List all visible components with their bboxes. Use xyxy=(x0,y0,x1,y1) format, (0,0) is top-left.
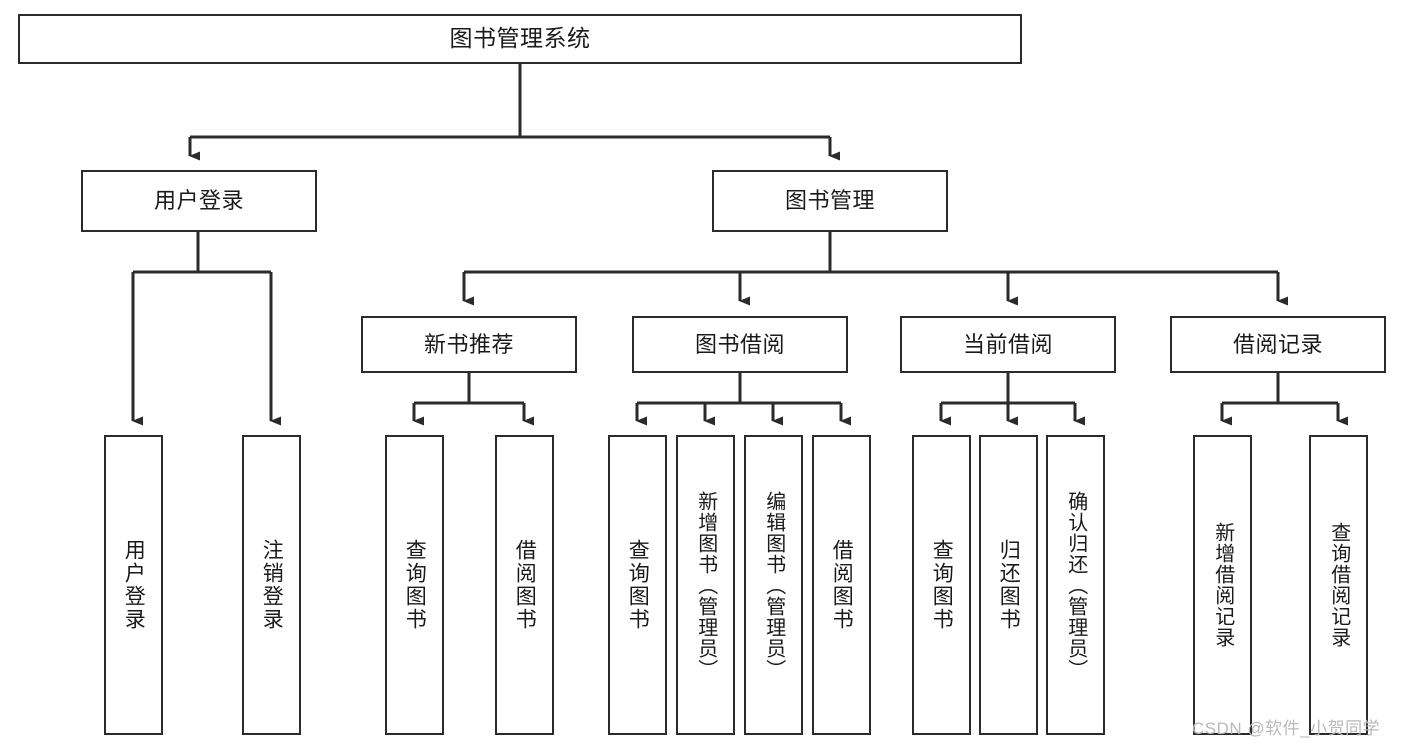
node-label: 新增借阅记录 xyxy=(1211,522,1234,648)
node-label: 查询图书 xyxy=(403,539,427,631)
node-label: 查询借阅记录 xyxy=(1327,522,1350,648)
node-label: 注销登录 xyxy=(260,539,284,631)
node-book-management[interactable]: 图书管理 xyxy=(712,170,948,232)
node-new-book-recommend[interactable]: 新书推荐 xyxy=(361,316,577,373)
leaf-edit-book-admin[interactable]: 编辑图书（管理员） xyxy=(744,435,803,735)
leaf-confirm-return-admin[interactable]: 确认归还（管理员） xyxy=(1046,435,1105,735)
leaf-user-logout[interactable]: 注销登录 xyxy=(242,435,301,735)
node-label: 新书推荐 xyxy=(423,331,514,357)
node-label: 确认归还（管理员） xyxy=(1064,490,1087,680)
node-label: 用户登录 xyxy=(153,188,244,214)
node-label: 用户登录 xyxy=(122,539,146,631)
node-label: 查询图书 xyxy=(930,539,954,631)
node-root-book-management-system[interactable]: 图书管理系统 xyxy=(18,14,1022,64)
node-borrow-record[interactable]: 借阅记录 xyxy=(1170,316,1386,373)
node-label: 借阅图书 xyxy=(513,539,537,631)
node-label: 归还图书 xyxy=(997,539,1021,631)
csdn-watermark: CSDN @软件_小贺同学 xyxy=(1192,719,1381,738)
node-label: 图书借阅 xyxy=(694,331,785,357)
leaf-query-book-recommend[interactable]: 查询图书 xyxy=(385,435,444,735)
node-label: 当前借阅 xyxy=(962,331,1053,357)
node-label: 新增图书（管理员） xyxy=(694,490,717,680)
leaf-query-book-current[interactable]: 查询图书 xyxy=(912,435,971,735)
node-label: 图书管理 xyxy=(784,188,875,214)
node-label: 查询图书 xyxy=(626,539,650,631)
leaf-borrow-book-recommend[interactable]: 借阅图书 xyxy=(495,435,554,735)
leaf-return-book[interactable]: 归还图书 xyxy=(979,435,1038,735)
node-book-borrow[interactable]: 图书借阅 xyxy=(632,316,848,373)
leaf-query-book-borrow[interactable]: 查询图书 xyxy=(608,435,667,735)
node-user-login[interactable]: 用户登录 xyxy=(81,170,317,232)
leaf-add-book-admin[interactable]: 新增图书（管理员） xyxy=(676,435,735,735)
leaf-user-login[interactable]: 用户登录 xyxy=(104,435,163,735)
leaf-query-borrow-record[interactable]: 查询借阅记录 xyxy=(1309,435,1368,735)
node-label: 图书管理系统 xyxy=(449,25,591,52)
leaf-add-borrow-record[interactable]: 新增借阅记录 xyxy=(1193,435,1252,735)
node-current-borrow[interactable]: 当前借阅 xyxy=(900,316,1116,373)
node-label: 编辑图书（管理员） xyxy=(762,490,785,680)
leaf-borrow-book[interactable]: 借阅图书 xyxy=(812,435,871,735)
node-label: 借阅记录 xyxy=(1232,331,1323,357)
node-label: 借阅图书 xyxy=(830,539,854,631)
